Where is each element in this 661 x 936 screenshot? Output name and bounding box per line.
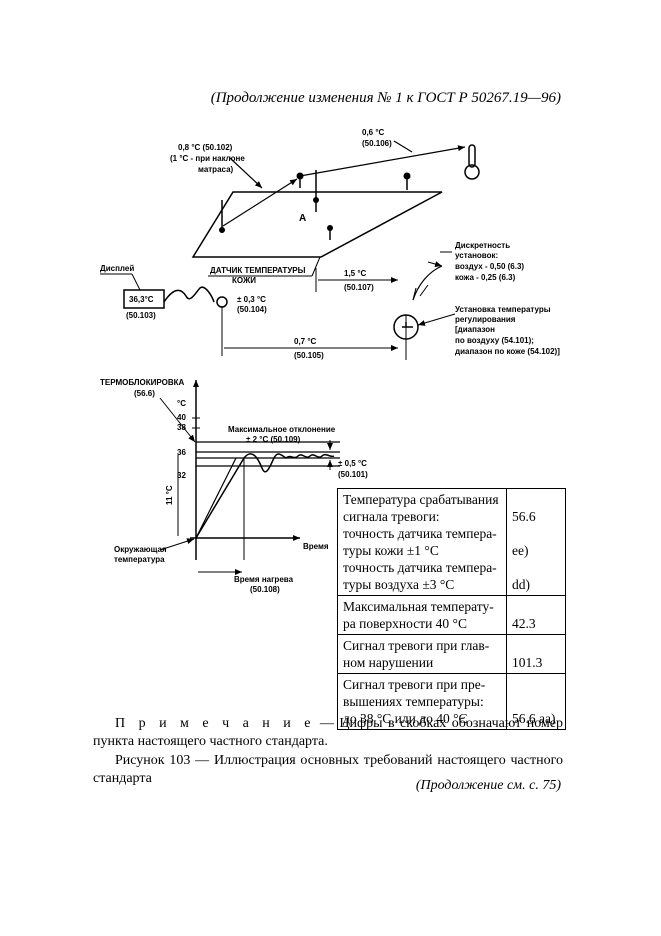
skin-sensor-icon <box>216 296 228 308</box>
figure-label: ± 0,5 °С <box>338 459 367 468</box>
sensor-points <box>219 172 411 233</box>
cell-value: 42.3 <box>512 616 536 631</box>
sensor-cable <box>163 286 215 303</box>
figure-label: (50.105) <box>294 351 324 360</box>
page-footer: (Продолжение см. с. 75) <box>415 778 561 793</box>
figure-label: КОЖИ <box>232 276 256 285</box>
figure-caption: Рисунок 103 — Иллюстрация основных требо… <box>93 753 563 786</box>
cell-value: 56.6 <box>512 509 536 524</box>
cell-line: Температура срабатывания <box>343 492 499 507</box>
spec-table: Температура срабатывания сигнала тревоги:… <box>337 488 566 730</box>
table-row: Температура срабатывания сигнала тревоги:… <box>337 488 566 596</box>
cell-value: dd) <box>512 577 530 592</box>
cell-line: Сигнал тревоги при глав- <box>343 638 490 653</box>
figure-label: 32 <box>177 471 186 480</box>
figure-label: Время <box>303 542 329 551</box>
figure-label: [диапазон <box>455 325 495 334</box>
table-cell-clause: 56.6 ee) dd) <box>506 488 566 596</box>
figure-label: °С <box>177 399 186 408</box>
cell-line: ра поверхности 40 °С <box>343 616 467 631</box>
figure-label: (50.103) <box>126 311 156 320</box>
cell-line: туры кожи ±1 °С <box>343 543 439 558</box>
figure-label: 38 <box>177 423 186 432</box>
rotation-arc <box>412 265 443 301</box>
figure-label: Время нагрева <box>234 575 294 584</box>
figure-label: Окружающая <box>114 545 167 554</box>
figure-label: (1 °С - при наклоне <box>170 154 245 163</box>
figure-label: матраса) <box>198 165 234 174</box>
table-row: Максимальная температу-ра поверхности 40… <box>337 595 566 635</box>
figure-label: ТЕРМОБЛОКИРОВКА <box>100 378 184 387</box>
figure-label: 0,8 °С (50.102) <box>178 143 233 152</box>
figure-label: Дисплей <box>100 264 134 273</box>
cell-value: 101.3 <box>512 655 543 670</box>
table-cell-clause: 42.3 <box>506 595 566 635</box>
table-cell-parameter: Максимальная температу-ра поверхности 40… <box>337 595 507 635</box>
cell-line: точность датчика темпера- <box>343 526 497 541</box>
figure-label: установок: <box>455 251 498 260</box>
table-cell-clause: 56.6 aa) <box>506 673 566 730</box>
figure-label: (50.104) <box>237 305 267 314</box>
figure-label: (50.101) <box>338 470 368 479</box>
page-header: (Продолжение изменения № 1 к ГОСТ Р 5026… <box>210 90 561 106</box>
figure-label: 40 <box>177 413 186 422</box>
figure-label: (50.106) <box>362 139 392 148</box>
figure-label: Установка температуры <box>455 305 551 314</box>
note-paragraph: П р и м е ч а н и е — Цифры в скобках об… <box>93 716 563 749</box>
table-cell-parameter: Температура срабатывания сигнала тревоги:… <box>337 488 507 596</box>
table-cell-parameter: Сигнал тревоги при глав-ном нарушении <box>337 634 507 674</box>
cell-line: точность датчика темпера- <box>343 560 497 575</box>
figure-label: по воздуху (54.101); <box>455 336 534 345</box>
figure-label: Максимальное отклонение <box>228 425 336 434</box>
cell-line: до 38 °С или до 40 °С <box>343 711 468 726</box>
cell-value <box>512 559 560 576</box>
cell-line: Максимальная температу- <box>343 599 494 614</box>
figure-label: 1,5 °С <box>344 269 367 278</box>
mattress-diagram <box>191 170 443 258</box>
temperature-curve <box>195 453 335 539</box>
cell-line: Сигнал тревоги при пре- <box>343 677 486 692</box>
cell-value: 56.6 aa) <box>512 711 556 726</box>
cell-value <box>512 491 560 508</box>
thermometer-icon <box>464 144 480 180</box>
figure-label: (56.6) <box>134 389 155 398</box>
figure-label: диапазон по коже (54.102)] <box>455 347 560 356</box>
cell-value <box>512 525 560 542</box>
display-box <box>123 289 165 309</box>
cell-line: туры воздуха ±3 °С <box>343 577 455 592</box>
figure-label: ДАТЧИК ТЕМПЕРАТУРЫ <box>210 266 306 275</box>
cell-line: ном нарушении <box>343 655 434 670</box>
table-cell-clause: 101.3 <box>506 634 566 674</box>
figure-label: воздух - 0,50 (6.3) <box>455 262 524 271</box>
figure-label: Дискретность <box>455 241 510 250</box>
figure-label: 36,3°С <box>129 295 154 304</box>
point-a-label: А <box>299 213 306 224</box>
cell-line: сигнала тревоги: <box>343 509 440 524</box>
figure-label: ± 0,3 °С <box>237 295 266 304</box>
figure-label: ± 2 °С (50.109) <box>246 435 301 444</box>
figure-label: 0,6 °С <box>362 128 385 137</box>
figure-label: 11 °С <box>165 485 174 505</box>
figure-label: 0,7 °С <box>294 337 317 346</box>
mattress-plane <box>191 191 443 258</box>
figure-label: кожа - 0,25 (6.3) <box>455 273 516 282</box>
cell-line: вышениях температуры: <box>343 694 484 709</box>
figure-label: температура <box>114 555 165 564</box>
figure-label: регулирования <box>455 315 516 324</box>
figure-label: 36 <box>177 448 186 457</box>
cell-value: ee) <box>512 543 529 558</box>
table-row: Сигнал тревоги при глав-ном нарушении 101… <box>337 634 566 674</box>
table-row: Сигнал тревоги при пре-вышениях температ… <box>337 673 566 730</box>
figure-label: (50.108) <box>250 585 280 594</box>
figure-label: (50.107) <box>344 283 374 292</box>
